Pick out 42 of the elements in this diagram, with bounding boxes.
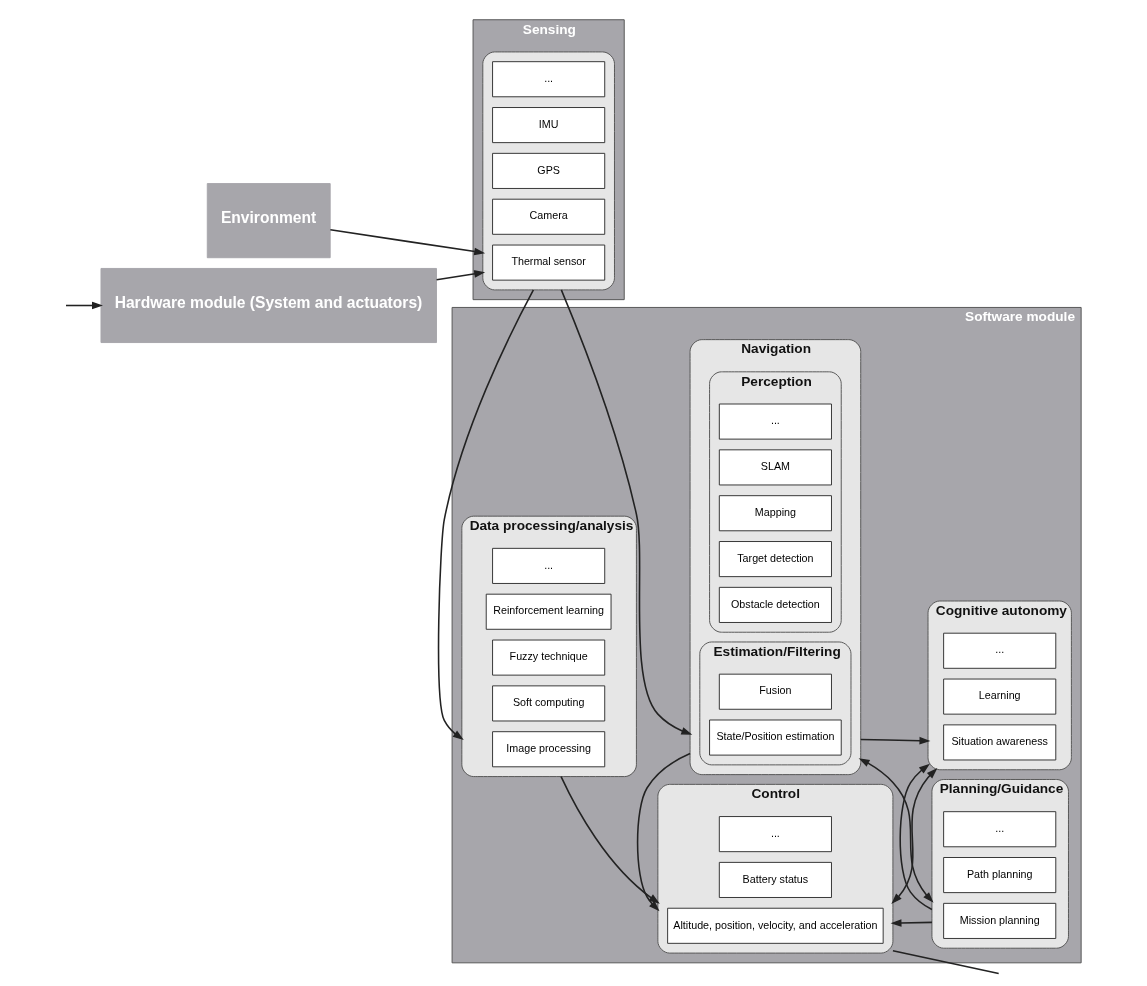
- connector: [891, 950, 999, 975]
- node-box: State/Position estimation: [708, 719, 842, 756]
- node-box: SLAM: [718, 449, 832, 486]
- arrow: [898, 763, 933, 911]
- node-box: ...: [491, 547, 605, 584]
- node-box: GPS: [491, 152, 605, 189]
- arrow: [636, 752, 691, 912]
- cluster: [481, 51, 615, 291]
- arrow: [437, 289, 534, 741]
- node-box: Image processing: [491, 731, 605, 768]
- node-box: IMU: [491, 107, 605, 144]
- node-box: ...: [491, 61, 605, 98]
- node-box: Path planning: [942, 857, 1056, 894]
- node-box: ...: [942, 811, 1056, 848]
- node-box: Camera: [491, 198, 605, 235]
- arrow: [858, 758, 933, 903]
- arrow: [859, 736, 930, 745]
- arrow: [329, 229, 485, 256]
- node-box: Mission planning: [942, 902, 1056, 939]
- arrow: [890, 768, 937, 905]
- arrow: [559, 775, 660, 904]
- arrow: [435, 270, 485, 281]
- node-box: Hardware module (System and actuators): [100, 267, 437, 344]
- node-box: Learning: [942, 678, 1056, 715]
- node-box: Thermal sensor: [491, 244, 605, 281]
- arrow: [64, 301, 103, 310]
- node-box: Environment: [206, 183, 331, 259]
- arrow: [560, 289, 692, 735]
- node-box: Target detection: [718, 541, 832, 578]
- node-box: Obstacle detection: [718, 586, 832, 623]
- arrow: [890, 919, 933, 927]
- node-box: ...: [718, 403, 832, 440]
- node-box: Soft computing: [491, 685, 605, 722]
- node-box: Situation awareness: [942, 724, 1056, 761]
- node-box: Reinforcement learning: [485, 593, 612, 630]
- node-box: ...: [942, 632, 1056, 669]
- node-box: Mapping: [718, 495, 832, 532]
- node-box: Altitude, position, velocity, and acceleration: [666, 907, 884, 944]
- node-box: Fusion: [718, 673, 832, 710]
- node-box: Fuzzy technique: [491, 639, 605, 676]
- node-box: ...: [718, 816, 832, 853]
- node-box: Battery status: [718, 861, 832, 898]
